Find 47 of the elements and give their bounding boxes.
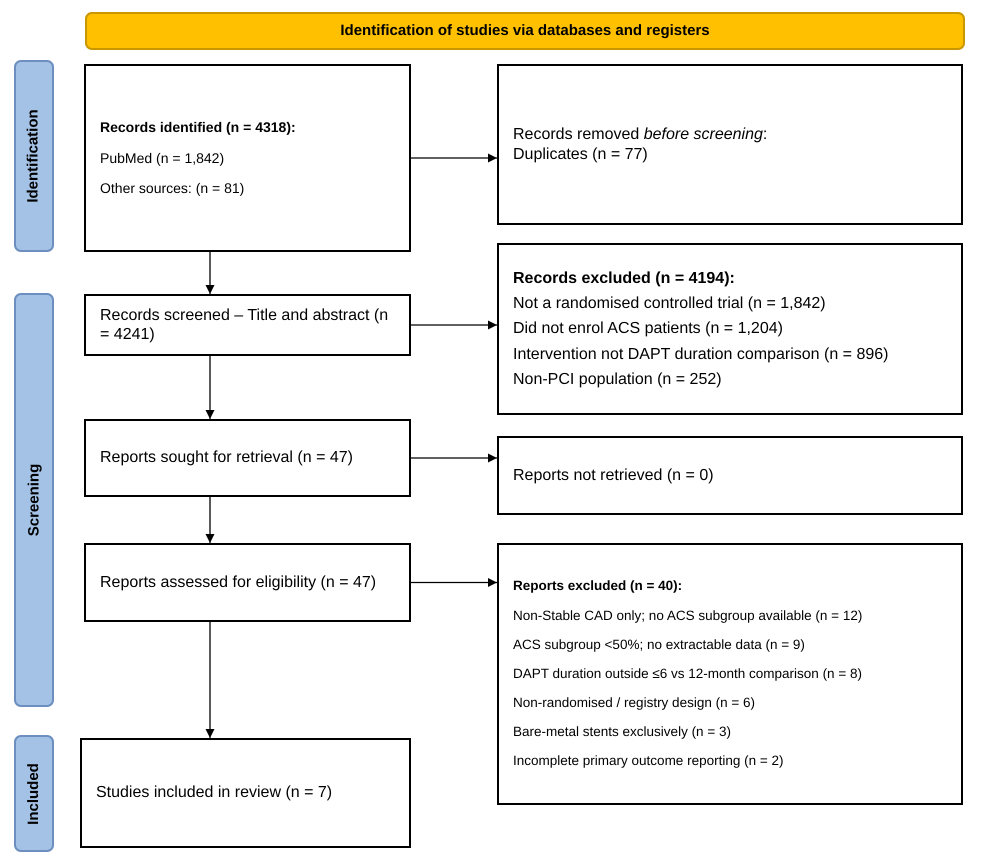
box-heading: Records excluded (n = 4194):: [513, 269, 736, 288]
box-heading: Records identified (n = 4318):: [100, 118, 297, 136]
arrow: [411, 454, 497, 462]
process-box: [84, 294, 411, 356]
box-text: Reports assessed for eligibility (n = 47): [100, 572, 378, 592]
box-text: Non-randomised / registry design (n = 6): [513, 695, 756, 712]
box-text: Other sources: (n = 81): [100, 180, 246, 198]
arrow: [206, 252, 214, 294]
box-text: Not a randomised controlled trial (n = 1,842): [513, 294, 827, 314]
arrow: [411, 578, 497, 587]
phase-label: Included: [25, 762, 43, 824]
box-text: PubMed (n = 1,842): [100, 150, 226, 166]
phase-band: [14, 60, 54, 252]
box-text: Bare-metal stents exclusively (n = 3): [513, 724, 732, 740]
phase-band: [14, 293, 54, 707]
process-box: [497, 543, 963, 805]
phase-label: Screening: [25, 464, 43, 536]
box-text: ACS subgroup <50%; no extractable data (n = 9): [513, 636, 806, 653]
phase-band: [14, 735, 54, 852]
box-text: DAPT duration outside ≤6 vs 12-month comparison (n = 8): [513, 666, 863, 682]
arrow: [206, 356, 214, 419]
box-text: Duplicates (n = 77): [513, 144, 649, 164]
process-box: [84, 64, 411, 252]
arrow: [411, 154, 497, 162]
process-box: [497, 243, 963, 415]
box-text: Non-Stable CAD only; no ACS subgroup available (n = 12): [513, 608, 864, 624]
box-text: Did not enrol ACS patients (n = 1,204): [513, 319, 784, 339]
section-header-bar: [85, 12, 965, 50]
header-title: Identification of studies via databases and registers: [340, 22, 710, 40]
process-box: [80, 738, 411, 848]
box-text: Records removed before screening:: [513, 125, 768, 144]
box-text: Reports sought for retrieval (n = 47): [100, 448, 354, 468]
arrow: [206, 497, 214, 543]
process-box: [497, 436, 963, 515]
box-text: Non-PCI population (n = 252): [513, 370, 723, 389]
arrow: [206, 622, 214, 738]
process-box: [84, 543, 411, 622]
process-box: [84, 419, 411, 497]
box-text: Studies included in review (n = 7): [96, 783, 334, 803]
box-text: Intervention not DAPT duration comparison (n = 896): [513, 344, 890, 364]
process-box: [497, 64, 963, 225]
phase-label: Identification: [25, 109, 43, 203]
box-text: Incomplete primary outcome reporting (n = 2): [513, 753, 784, 770]
box-heading: Reports excluded (n = 40):: [513, 578, 684, 595]
arrow: [411, 320, 497, 330]
box-text: Records screened – Title and abstract (n = 4241): [100, 306, 390, 344]
box-text: Reports not retrieved (n = 0): [513, 466, 715, 486]
